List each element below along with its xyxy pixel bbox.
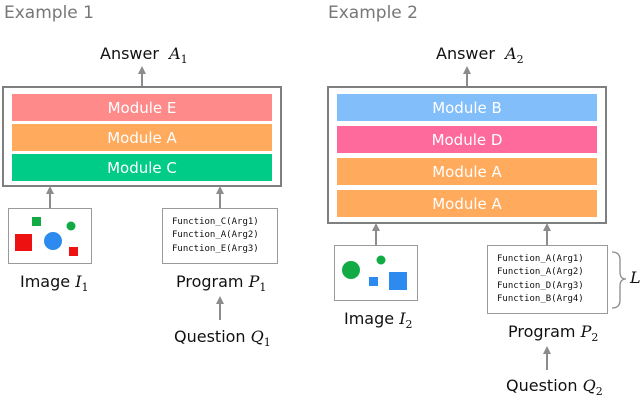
image-2-box	[334, 245, 418, 301]
module-2-3-label: Module A	[432, 162, 502, 181]
image-1-green-square	[32, 217, 41, 226]
module-2-3: Module A	[337, 158, 597, 185]
question-2-caption: Question Q2	[506, 376, 603, 398]
example-2-label: Example 2	[328, 3, 418, 23]
module-1-2: Module A	[12, 124, 272, 151]
program-2-line-2: Function_A(Arg2)	[497, 267, 584, 277]
image-1-box	[8, 208, 92, 264]
module-2-2-label: Module D	[431, 130, 503, 149]
image-1-shapes	[15, 217, 78, 256]
question-2-symbol: Q	[582, 376, 596, 395]
module-1-1-label: Module E	[107, 98, 177, 117]
module-2-4: Module A	[337, 190, 597, 217]
module-1-3: Module C	[12, 154, 272, 181]
module-2-2: Module D	[337, 126, 597, 153]
program-2-subscript: 2	[591, 331, 599, 345]
answer-2-subscript: 2	[516, 53, 524, 67]
program-2-symbol: P	[580, 322, 592, 341]
answer-2-text: Answer	[436, 44, 495, 63]
module-1-2-label: Module A	[107, 128, 177, 147]
image-2-blue-small-square	[369, 277, 378, 286]
image-2-blue-large-square	[389, 272, 407, 290]
program-1-line-3: Function_E(Arg3)	[172, 243, 259, 254]
module-network-2: Module B Module D Module A Module A	[327, 86, 607, 224]
image-1-subscript: 1	[81, 281, 89, 295]
answer-1-caption: Answer A1	[100, 44, 188, 66]
module-2-1: Module B	[337, 94, 597, 121]
program-1-subscript: 1	[259, 281, 267, 295]
image-1-text: Image	[20, 272, 71, 291]
answer-1-symbol: A	[169, 44, 181, 63]
module-2-1-label: Module B	[432, 98, 502, 117]
image-2-shapes	[342, 255, 407, 290]
program-2-line-1: Function_A(Arg1)	[497, 253, 584, 264]
program-1-line-1: Function_C(Arg1)	[172, 216, 259, 227]
question-1-subscript: 1	[263, 336, 271, 350]
image-2-subscript: 2	[405, 318, 413, 332]
image-1-blue-circle	[44, 232, 62, 250]
question-1-caption: Question Q1	[174, 327, 271, 349]
answer-1-text: Answer	[100, 44, 159, 63]
question-2-text: Question	[506, 376, 578, 395]
program-2-text: Program	[508, 322, 576, 341]
image-2-caption: Image I2	[344, 309, 413, 331]
answer-2-symbol: A	[505, 44, 517, 63]
answer-1-subscript: 1	[180, 53, 188, 67]
module-1-3-label: Module C	[107, 158, 177, 177]
module-1-1: Module E	[12, 94, 272, 121]
program-1-box: Function_C(Arg1) Function_A(Arg2) Functi…	[162, 208, 278, 264]
image-2-green-circle-small	[376, 255, 386, 265]
image-2-green-circle-large	[342, 261, 360, 279]
program-2-line-3: Function_D(Arg3)	[497, 280, 584, 291]
image-1-red-small-square	[69, 247, 78, 256]
length-symbol: L	[630, 268, 640, 287]
program-1-caption: Program P1	[176, 272, 266, 294]
question-2-subscript: 2	[595, 385, 603, 399]
length-brace	[611, 251, 627, 309]
image-2-text: Image	[344, 309, 395, 328]
image-1-symbol: I	[75, 272, 82, 291]
image-1-red-square	[15, 234, 32, 251]
program-2-caption: Program P2	[508, 322, 598, 344]
example-1-label: Example 1	[4, 3, 94, 23]
image-1-green-circle	[66, 221, 76, 231]
image-1-caption: Image I1	[20, 272, 89, 294]
program-1-text: Program	[176, 272, 244, 291]
answer-2-caption: Answer A2	[436, 44, 524, 66]
program-2-line-4: Function_B(Arg4)	[497, 294, 584, 304]
module-network-1: Module E Module A Module C	[2, 86, 282, 187]
program-1-symbol: P	[248, 272, 260, 291]
question-1-symbol: Q	[250, 327, 264, 346]
program-1-line-2: Function_A(Arg2)	[172, 230, 259, 241]
module-2-4-label: Module A	[432, 194, 502, 213]
program-2-box: Function_A(Arg1) Function_A(Arg2) Functi…	[487, 245, 608, 314]
image-2-symbol: I	[399, 309, 406, 328]
question-1-text: Question	[174, 327, 246, 346]
